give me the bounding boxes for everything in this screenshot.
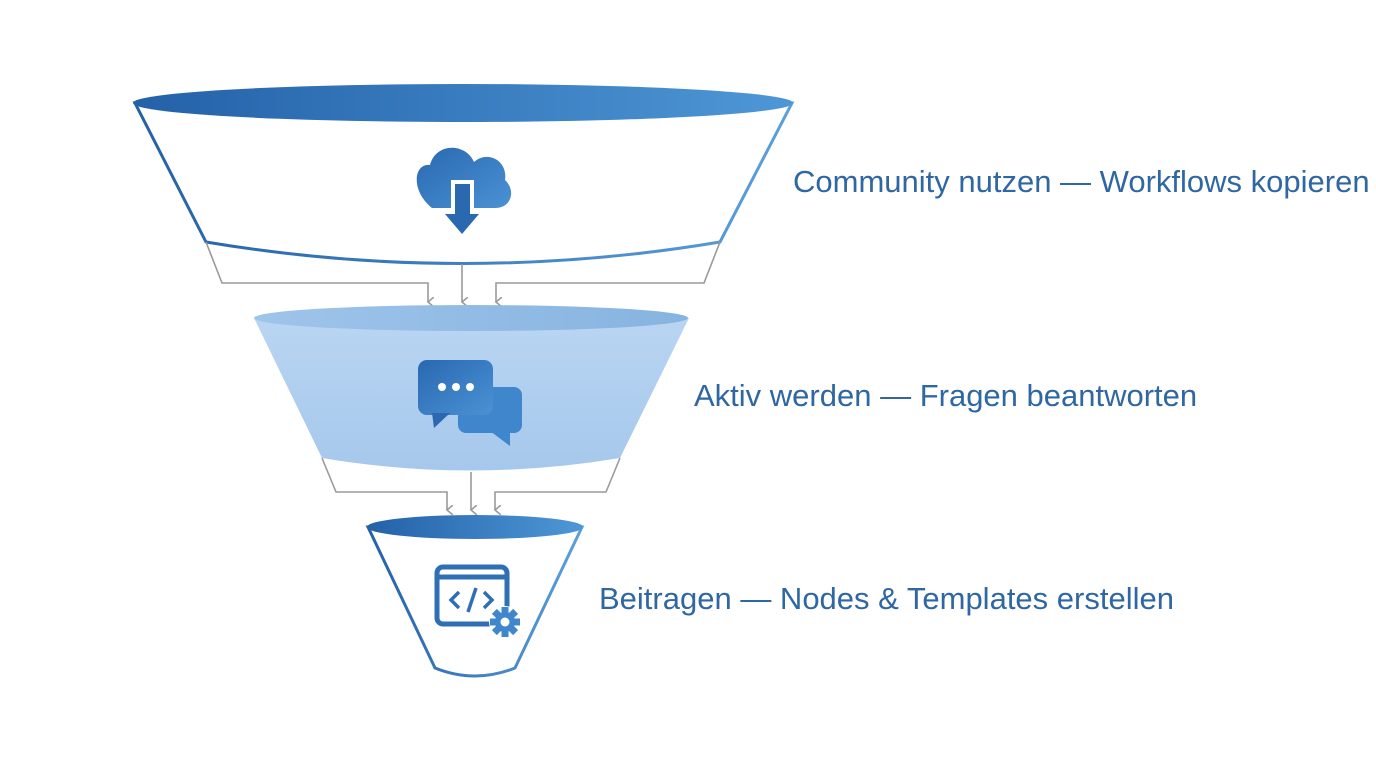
cloud-download-icon (416, 147, 512, 240)
connector-arrows-1 (205, 241, 721, 302)
funnel-stage-2 (254, 305, 689, 471)
stage-1-label: Community nutzen — Workflows kopieren (793, 164, 1370, 199)
connector-arrows-2 (321, 457, 621, 510)
funnel-stage-1 (132, 84, 795, 265)
funnel-stage-3-body (365, 525, 585, 678)
connector-left-2 (321, 457, 447, 510)
chat-bubbles-icon (418, 360, 522, 446)
connector-left-1 (205, 241, 428, 302)
funnel-stage-3-rim (367, 515, 583, 539)
funnel-stage-2-rim (254, 305, 688, 331)
connector-right-1 (496, 241, 721, 302)
stage-2-label: Aktiv werden — Fragen beantworten (694, 378, 1197, 413)
stage-3-label: Beitragen — Nodes & Templates erstellen (599, 581, 1174, 616)
funnel-stage-1-rim (133, 84, 793, 122)
connector-right-2 (495, 457, 621, 510)
code-gear-icon (434, 564, 521, 638)
funnel-stage-3 (365, 515, 585, 678)
